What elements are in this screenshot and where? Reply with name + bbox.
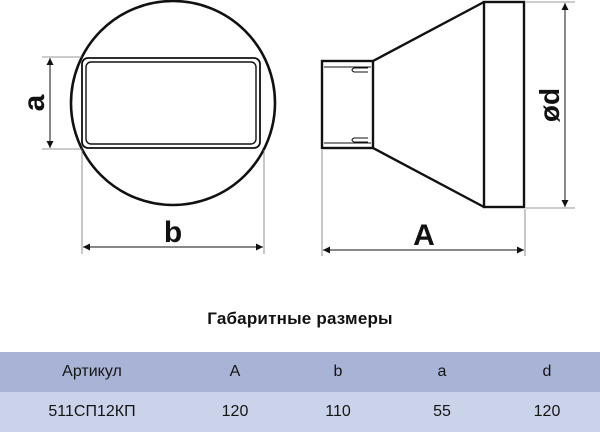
funnel-edge-top <box>372 0 485 63</box>
dimension-label-b: b <box>164 216 182 249</box>
column-header-d: d <box>542 363 552 380</box>
cell-d: 120 <box>533 403 561 420</box>
round-collar <box>482 0 526 209</box>
rectangular-outlet-outer <box>81 57 261 149</box>
column-header-A: A <box>229 363 241 380</box>
column-header-a: a <box>437 363 447 380</box>
cell-article: 511СП12КП <box>48 403 136 420</box>
cell-b: 110 <box>325 403 351 420</box>
dimension-label-A: A <box>413 219 435 252</box>
cell-a: 55 <box>433 403 451 420</box>
round-flange-outline <box>69 0 277 207</box>
table-row: 511СП12КП 120 110 55 120 <box>0 392 600 432</box>
side-view: ød A <box>320 0 575 256</box>
dimension-label-a: a <box>18 94 51 111</box>
section-title: Габаритные размеры <box>207 309 393 328</box>
rectangular-spigot <box>320 59 375 150</box>
funnel-edge-bottom <box>372 146 485 209</box>
table-header-row: Артикул A b a d <box>0 352 600 392</box>
column-header-b: b <box>333 363 343 380</box>
dimensions-table: Артикул A b a d 511СП12КП 120 110 55 120 <box>0 352 600 432</box>
latch-clip-top <box>351 67 368 73</box>
latch-clip-bottom <box>351 137 368 143</box>
dimension-label-d: ød <box>534 88 565 122</box>
front-view: a b <box>18 0 277 254</box>
column-header-article: Артикул <box>62 363 122 380</box>
rectangular-outlet-inner <box>85 61 257 145</box>
cell-A: 120 <box>221 403 249 420</box>
technical-drawing: a b ød A <box>18 0 575 256</box>
